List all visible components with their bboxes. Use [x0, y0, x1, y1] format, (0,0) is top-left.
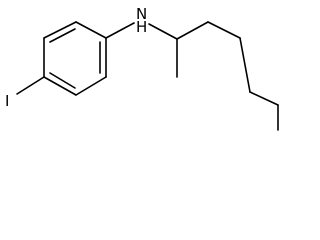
chain-bond [207, 21, 241, 39]
ring-bond [43, 21, 77, 39]
ring-bond [75, 76, 107, 96]
nitrogen-symbol: N [136, 5, 147, 23]
carbon-nitrogen-bond [105, 22, 135, 39]
carbon-iodine-bond [16, 76, 45, 95]
nitrogen-carbon-bond [148, 23, 178, 40]
structural-formula: I N H [5, 5, 279, 131]
nitrogen-hydrogen: H [136, 18, 147, 36]
iodine-label: I [5, 92, 9, 110]
ring-bond [43, 76, 77, 96]
ring-double-bond [49, 72, 76, 89]
heptyl-chain [176, 21, 279, 131]
chain-bond [249, 91, 279, 106]
ring-double-bond [49, 28, 76, 43]
chain-bond [239, 37, 251, 93]
amine-nh-label: N H [136, 5, 147, 36]
ring-bond [75, 21, 107, 39]
benzene-ring [43, 21, 107, 96]
chain-bond [176, 21, 209, 40]
